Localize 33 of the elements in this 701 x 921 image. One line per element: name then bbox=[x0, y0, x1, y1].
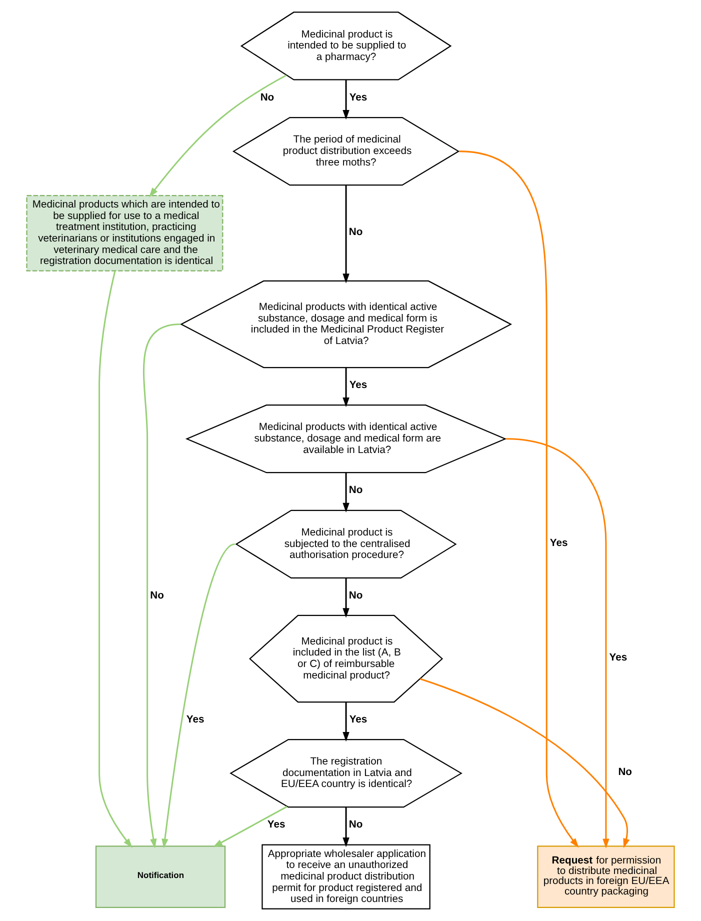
node-box: Request for permission to distribute medicinal products in foreign EU/EEA country packaging bbox=[537, 846, 675, 908]
edge-label: No bbox=[348, 590, 363, 602]
arrow bbox=[420, 678, 630, 848]
edge-label: No bbox=[260, 92, 274, 104]
edge-label: No bbox=[618, 767, 632, 778]
arrow bbox=[342, 472, 350, 512]
arrow bbox=[98, 270, 132, 848]
node-box: Notification bbox=[95, 846, 226, 908]
arrow bbox=[162, 544, 236, 848]
node-box: Medicinal products which are intended to be supplied for use to a medical treatment institution, practicing veterinarians or institutions engaged in veterinary medical care and the registration documentation is identical bbox=[26, 194, 224, 272]
arrow bbox=[506, 438, 610, 848]
arrow bbox=[342, 185, 350, 284]
edge-label: Yes bbox=[186, 714, 204, 726]
edge-label: Yes bbox=[550, 538, 568, 549]
edge-label: Yes bbox=[609, 652, 628, 664]
arrow bbox=[458, 150, 579, 848]
edge-label: Yes bbox=[349, 92, 368, 104]
arrow bbox=[149, 74, 287, 198]
arrow bbox=[342, 80, 350, 120]
edge-label: No bbox=[348, 485, 363, 496]
arrow bbox=[342, 578, 350, 618]
edge-label: No bbox=[348, 226, 363, 238]
arrow bbox=[342, 368, 350, 408]
arrow bbox=[342, 702, 350, 742]
arrow bbox=[212, 806, 288, 848]
arrow bbox=[342, 807, 350, 848]
edge-label: Yes bbox=[267, 820, 286, 831]
edge-label: Yes bbox=[349, 714, 368, 726]
edge-label: Yes bbox=[349, 380, 368, 391]
edge-label: No bbox=[150, 590, 164, 602]
arrow bbox=[143, 324, 180, 848]
node-box: Appropriate wholesaler application to receive an unauthorized medicinal product distribution permit for product registered and used in foreign countries bbox=[262, 844, 430, 910]
edge-label: No bbox=[348, 820, 363, 831]
